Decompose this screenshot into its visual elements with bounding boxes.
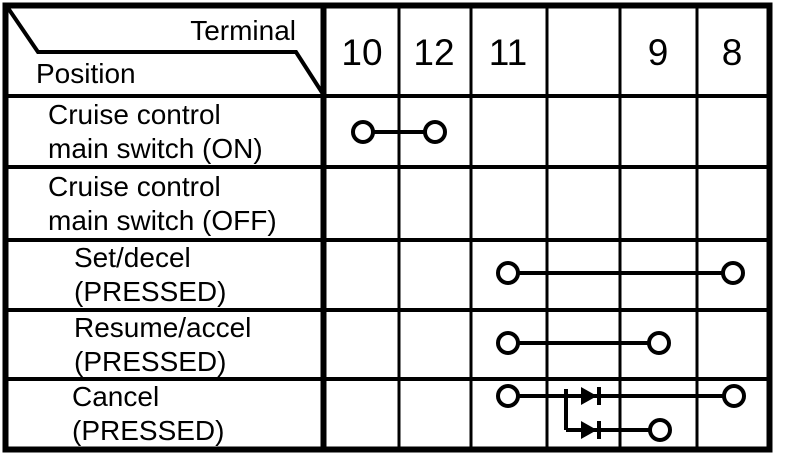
terminal-header-10: 10 xyxy=(341,31,383,73)
header-terminal-label: Terminal xyxy=(190,15,296,46)
contact-circle-resumeaccel-terminal-9 xyxy=(647,331,671,355)
contact-circle-cancel-terminal-8 xyxy=(722,384,746,408)
row-label-line: Cancel xyxy=(72,381,160,412)
row-label-line: Resume/accel xyxy=(74,311,252,343)
diode-icon xyxy=(581,387,597,405)
terminal-header-11: 11 xyxy=(488,31,528,73)
row-label-line: (PRESSED) xyxy=(72,415,225,446)
row-label-line: main switch (ON) xyxy=(48,132,263,164)
row-label-main-switch-off: Cruise control main switch (OFF) xyxy=(0,167,318,240)
row-label-line: (PRESSED) xyxy=(74,345,227,377)
terminal-header-8: 8 xyxy=(721,31,743,73)
contact-circle-cancel-terminal-9 xyxy=(648,418,672,442)
contact-circle-on-terminal-10 xyxy=(351,120,375,144)
contact-circle-resumeaccel-terminal-11 xyxy=(496,331,520,355)
terminal-header-12: 12 xyxy=(413,31,455,73)
terminal-header-9: 9 xyxy=(647,31,669,73)
contact-circle-cancel-terminal-11 xyxy=(496,384,520,408)
table-outer-border xyxy=(2,2,773,453)
row-label-line: Cruise control xyxy=(48,98,221,130)
row-label-cancel: Cancel (PRESSED) xyxy=(0,379,318,449)
contact-circle-setdecel-terminal-8 xyxy=(721,261,745,285)
terminal-header-blank xyxy=(546,8,620,96)
row-label-resume-accel: Resume/accel (PRESSED) xyxy=(0,310,318,379)
row-label-line: Cruise control xyxy=(48,170,221,202)
header-position-label: Position xyxy=(36,58,136,89)
contact-circle-on-terminal-12 xyxy=(423,120,447,144)
contact-circle-setdecel-terminal-11 xyxy=(496,261,520,285)
header-diagonal-divider xyxy=(6,6,325,96)
row-label-main-switch-on: Cruise control main switch (ON) xyxy=(0,96,318,167)
row-label-set-decel: Set/decel (PRESSED) xyxy=(0,240,318,310)
row-label-line: (PRESSED) xyxy=(74,276,227,307)
diode-icon xyxy=(581,421,597,439)
row-label-line: Set/decel xyxy=(74,242,191,273)
row-label-line: main switch (OFF) xyxy=(48,204,277,236)
